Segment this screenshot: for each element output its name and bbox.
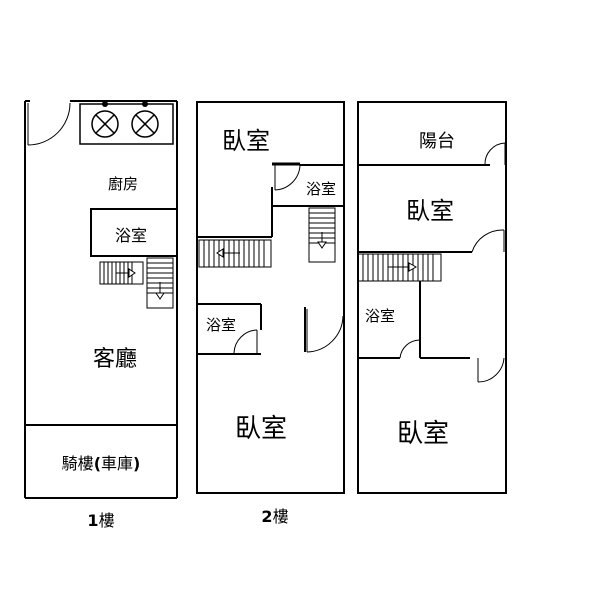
floor-1-bath-label: 浴室: [115, 226, 147, 245]
balcony-label: 陽台: [419, 131, 455, 152]
floor-1-title: 1樓: [87, 511, 114, 530]
floor-2-stairs-horizontal: [198, 239, 272, 268]
burner-right-icon: [131, 110, 159, 138]
floor-3-bedroom-top-label: 臥室: [406, 197, 454, 225]
floor-3-plan: [357, 101, 507, 494]
arcade-garage-label: 騎樓(車庫): [62, 454, 141, 473]
floor-1-door-swing-icon: [27, 102, 71, 146]
floor-1-stairs-horizontal: [99, 261, 144, 285]
floor-3-outer-walls: [357, 101, 507, 494]
floor-3-bedroom-bottom-label: 臥室: [397, 419, 449, 449]
kitchen-label: 廚房: [108, 175, 138, 193]
floor-2-number: 2: [261, 507, 272, 526]
floor-2-bath-top-label: 浴室: [306, 180, 336, 198]
garage-close-paren: ): [133, 454, 140, 473]
door-swing-icon: [399, 339, 421, 359]
floor-3-bath-label: 浴室: [365, 307, 395, 325]
floor-1-unit: 樓: [99, 511, 115, 530]
floor-2-title: 2樓: [261, 507, 288, 526]
garage-open-paren: (: [94, 454, 101, 473]
floor-2-plan: [196, 101, 345, 494]
floor-2-outer-walls: [196, 101, 345, 494]
floor-2-bedroom-bottom-label: 臥室: [235, 414, 287, 444]
floor-1-stairs-vertical: [146, 257, 174, 309]
floor-2-unit: 樓: [273, 507, 289, 526]
floor-2-bedroom-top-label: 臥室: [222, 127, 270, 155]
door-swing-icon: [484, 142, 506, 166]
floor-2-bath-left-label: 浴室: [206, 316, 236, 334]
door-swing-icon: [477, 357, 505, 383]
stove-icon: [79, 103, 174, 145]
living-room-label: 客廳: [93, 347, 137, 372]
floor-1-bathroom: [90, 208, 178, 257]
door-swing-icon: [306, 315, 344, 353]
burner-left-icon: [91, 110, 119, 138]
door-swing-icon: [274, 164, 301, 191]
arcade-label: 騎樓: [62, 454, 94, 473]
floor-2-stairs-vertical: [308, 207, 336, 263]
floor-1-number: 1: [87, 511, 98, 530]
garage-label: 車庫: [101, 454, 133, 473]
floor-3-stairs: [357, 253, 442, 282]
door-swing-icon: [233, 329, 258, 354]
floor-1-plan: [24, 100, 178, 499]
door-swing-icon: [471, 229, 505, 253]
